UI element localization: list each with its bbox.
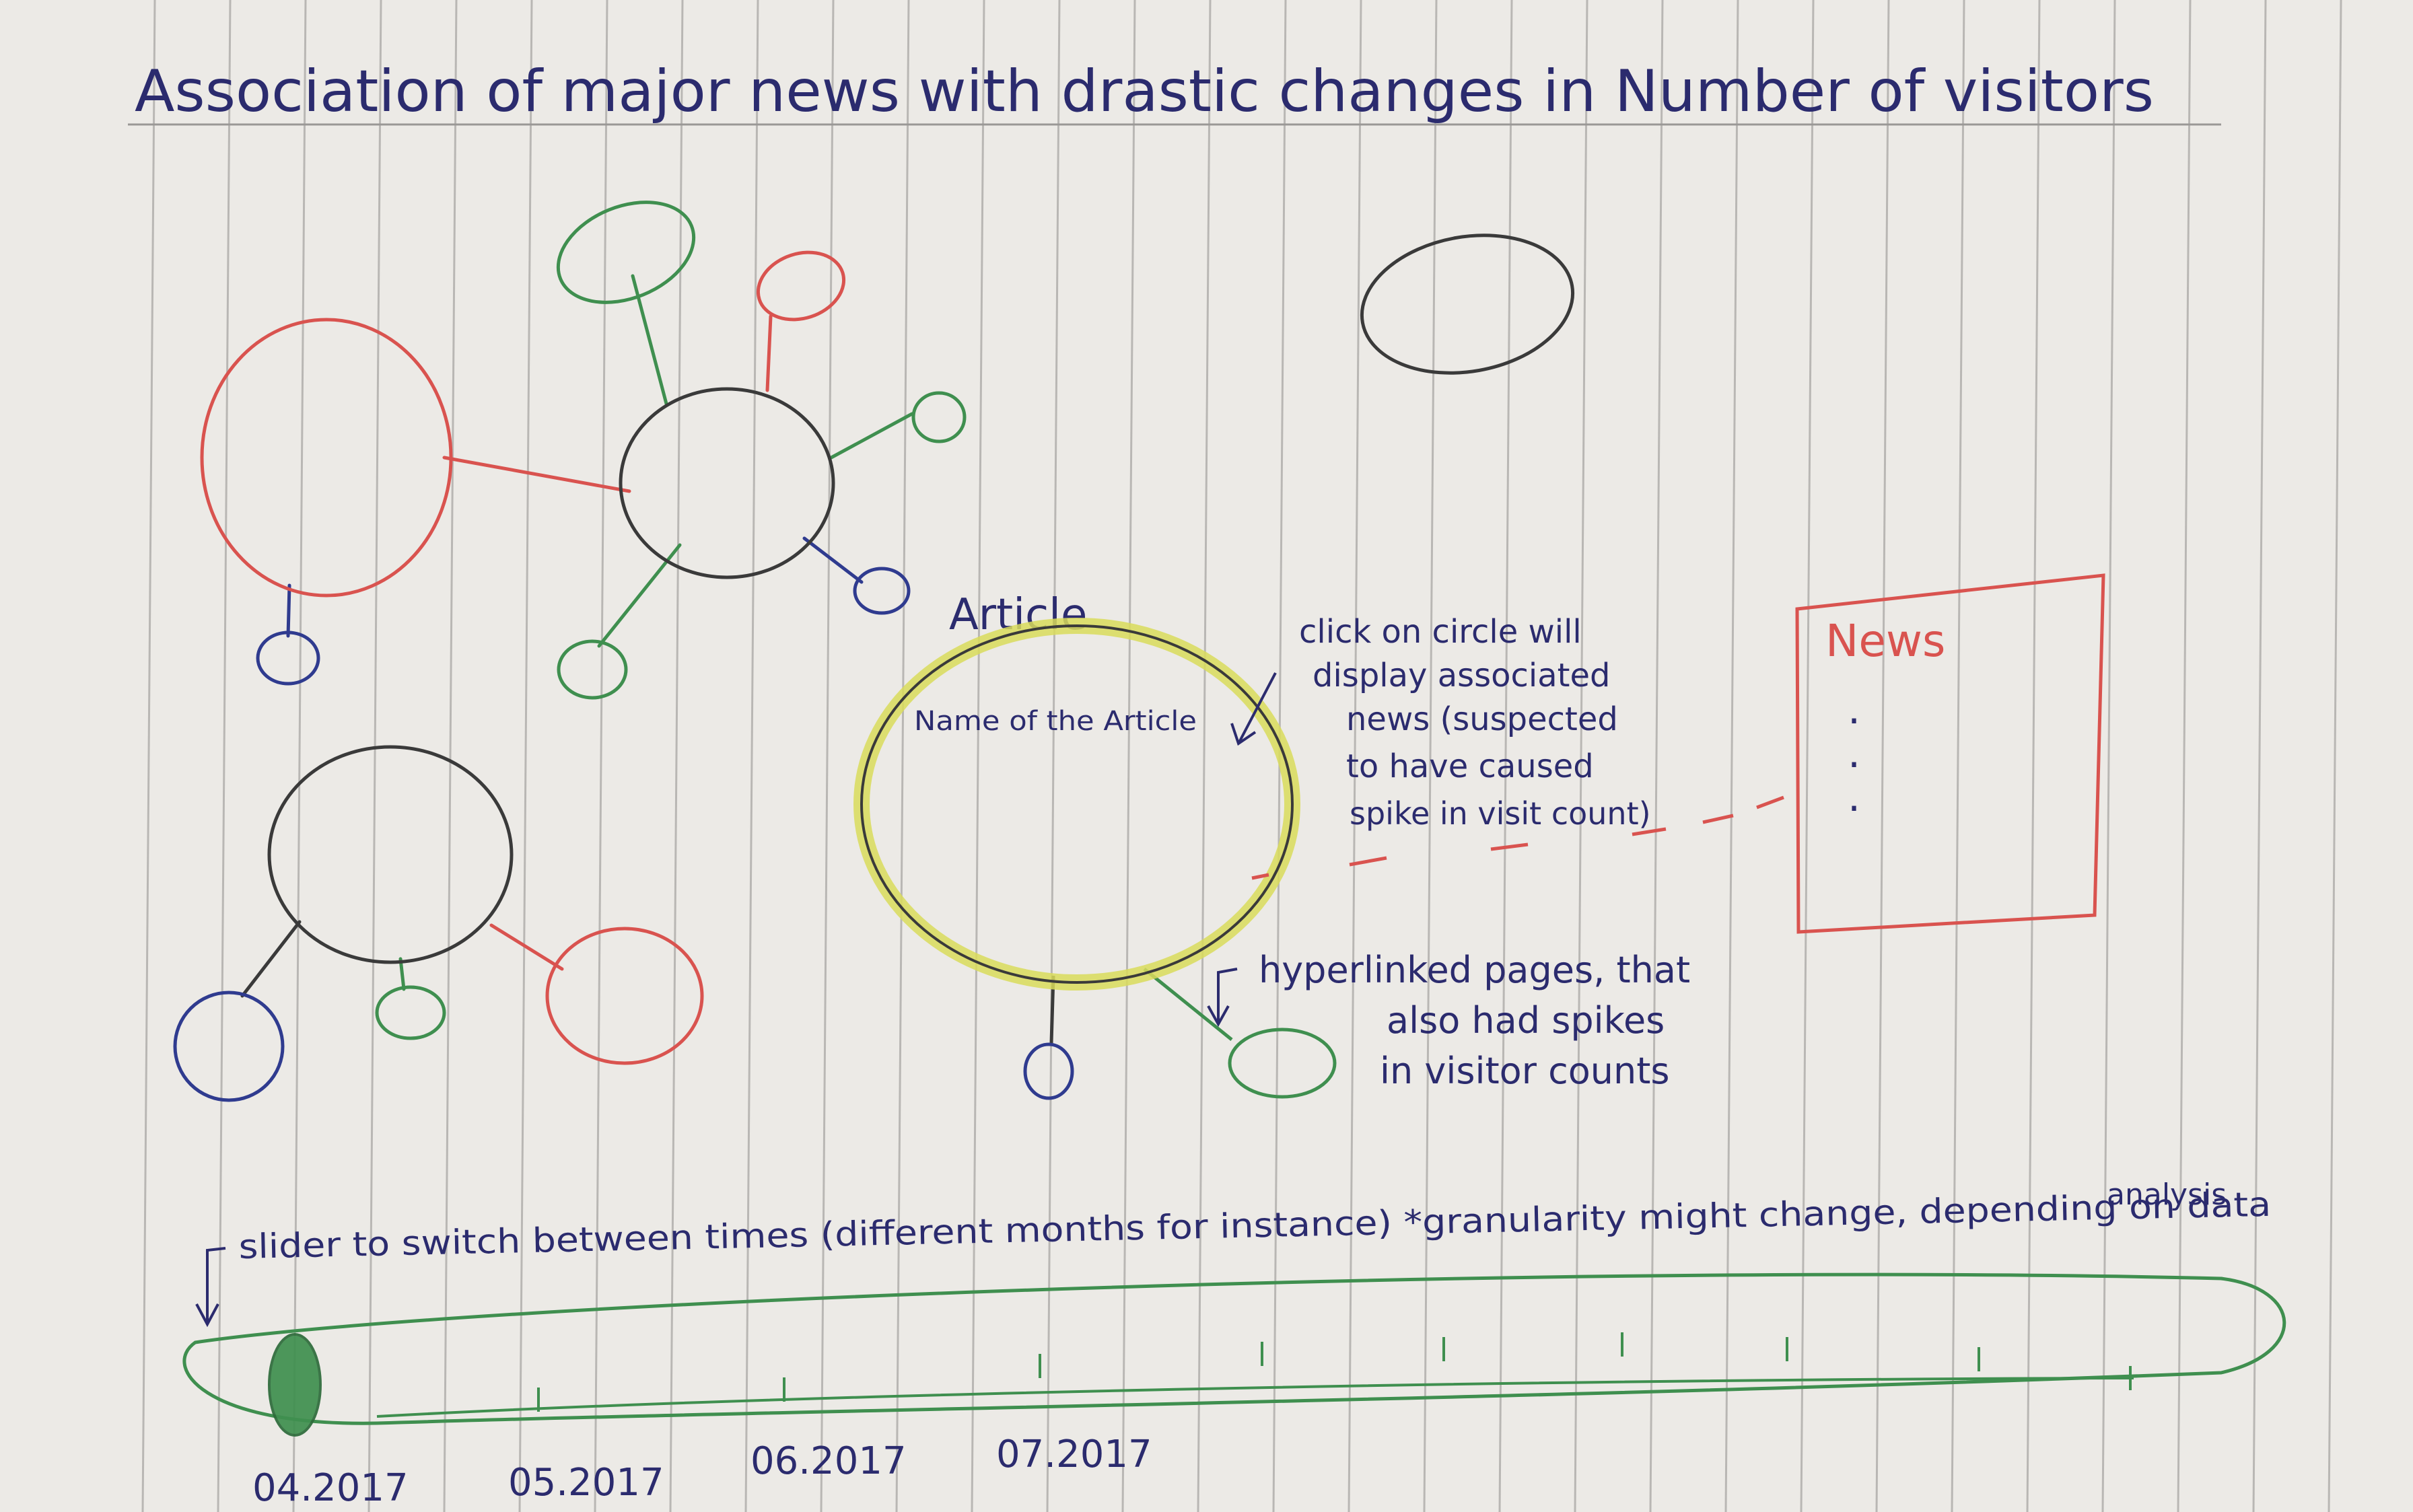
edge <box>286 583 291 638</box>
rule-line <box>2101 0 2116 1512</box>
edge <box>765 314 773 392</box>
slider-track[interactable] <box>182 1272 2286 1425</box>
pointer-arrowhead <box>195 1303 219 1328</box>
edge <box>802 536 864 584</box>
edge <box>398 957 406 991</box>
related-node[interactable] <box>1023 1042 1074 1100</box>
click-annotation: click on circle will display associated … <box>1230 613 1784 880</box>
rule-line <box>1574 0 1588 1512</box>
edge <box>829 412 914 460</box>
rule-line <box>1951 0 1965 1512</box>
rule-line <box>2328 0 2342 1512</box>
hyperlink-annotation: hyperlinked pages, that also had spikes … <box>1207 949 1690 1092</box>
news-bullet: . <box>1848 686 1860 733</box>
related-node[interactable] <box>557 639 628 700</box>
related-node[interactable] <box>1228 1028 1337 1099</box>
related-node[interactable] <box>200 318 453 598</box>
tick-label: 05.2017 <box>508 1461 664 1505</box>
click-note-line: click on circle will <box>1299 613 1582 651</box>
related-node[interactable] <box>749 242 852 330</box>
rule-line <box>217 0 232 1512</box>
news-bullet: . <box>1848 774 1860 821</box>
pointer-arrow <box>206 1247 226 1322</box>
time-slider[interactable]: 04.2017 05.2017 06.2017 07.2017 <box>182 1272 2286 1510</box>
article-name-label: Name of the Article <box>914 706 1197 737</box>
rule-line <box>2252 0 2267 1512</box>
rule-line <box>443 0 458 1512</box>
rule-line <box>518 0 533 1512</box>
article-cluster-1[interactable] <box>200 184 967 700</box>
rule-line <box>1724 0 1739 1512</box>
article-node[interactable] <box>267 745 514 964</box>
rule-line <box>1649 0 1664 1512</box>
hyperlink-note-line: hyperlinked pages, that <box>1259 949 1690 991</box>
rule-line <box>1800 0 1815 1512</box>
article-cluster-2[interactable] <box>173 745 704 1102</box>
related-node[interactable] <box>375 985 446 1040</box>
diagram-title: Association of major news with drastic c… <box>135 58 2154 125</box>
rule-line <box>594 0 608 1512</box>
dashed-connector <box>1251 795 1784 880</box>
rule-line <box>2177 0 2192 1512</box>
rule-line <box>744 0 759 1512</box>
article-node[interactable] <box>860 624 1294 984</box>
rule-line <box>1875 0 1890 1512</box>
pointer-arrow <box>1237 672 1277 744</box>
article-node[interactable] <box>619 387 835 579</box>
edge <box>489 923 564 971</box>
pointer-arrowhead <box>1230 723 1257 746</box>
rule-line <box>1498 0 1513 1512</box>
related-node[interactable] <box>256 631 320 686</box>
tick-label: 04.2017 <box>252 1466 409 1510</box>
click-note-line: spike in visit count) <box>1350 795 1651 832</box>
rule-line <box>1046 0 1061 1512</box>
hyperlink-note-line: in visitor counts <box>1380 1050 1670 1092</box>
click-note-line: display associated <box>1313 657 1610 694</box>
tick-label: 07.2017 <box>996 1433 1152 1476</box>
paper-rules <box>141 0 2342 1512</box>
selected-article[interactable]: Article Name of the Article <box>853 590 1337 1100</box>
article-highlight[interactable] <box>853 618 1300 991</box>
click-note-line: news (suspected <box>1346 700 1618 738</box>
pointer-arrowhead <box>1207 1005 1230 1028</box>
rule-line <box>1197 0 1212 1512</box>
rule-line <box>669 0 684 1512</box>
news-panel-title: News <box>1825 615 1945 667</box>
news-bullet: . <box>1848 730 1860 777</box>
rule-line <box>820 0 835 1512</box>
rule-line <box>1121 0 1136 1512</box>
rule-line <box>1423 0 1438 1512</box>
rule-line <box>368 0 382 1512</box>
edge <box>1143 968 1233 1041</box>
related-node[interactable] <box>545 927 704 1065</box>
related-node[interactable] <box>853 567 911 615</box>
slider-note: slider to switch between times (differen… <box>238 1185 2272 1266</box>
rule-line <box>971 0 985 1512</box>
edge <box>442 456 631 493</box>
isolated-article-node[interactable] <box>1351 219 1584 389</box>
slider-ticks <box>537 1332 2132 1412</box>
slider-handle[interactable] <box>268 1333 322 1437</box>
rule-line <box>895 0 910 1512</box>
rule-line <box>141 0 156 1512</box>
related-node[interactable] <box>543 184 709 322</box>
rule-line <box>292 0 307 1512</box>
slider-note-continued: analysis <box>2107 1178 2227 1212</box>
related-node[interactable] <box>173 991 285 1102</box>
slider-baseline <box>376 1377 2134 1418</box>
news-panel[interactable]: News . . . <box>1795 573 2105 934</box>
tick-label: 06.2017 <box>750 1439 907 1483</box>
rule-line <box>1348 0 1362 1512</box>
click-note-line: to have caused <box>1346 748 1594 785</box>
news-panel-frame <box>1795 573 2105 934</box>
slider-annotation: slider to switch between times (differen… <box>195 1178 2272 1328</box>
rule-line <box>2026 0 2041 1512</box>
edge <box>240 920 302 998</box>
related-node[interactable] <box>911 391 967 443</box>
pointer-arrow <box>1217 968 1238 1023</box>
hyperlink-note-line: also had spikes <box>1387 999 1665 1042</box>
